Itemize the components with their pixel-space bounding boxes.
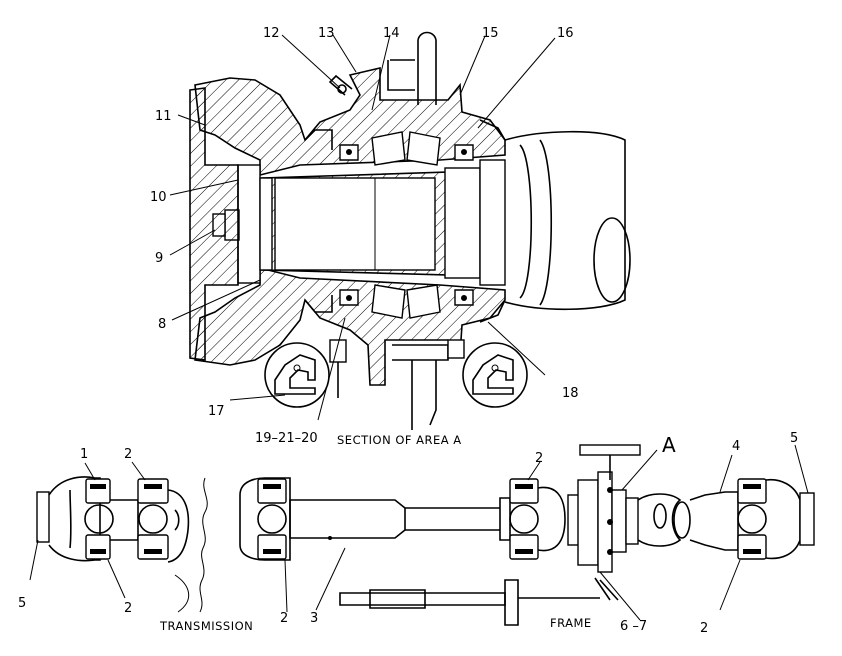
leader-lines-lower: [29, 444, 809, 621]
right-center-universal-joint: [509, 478, 566, 560]
roller-bearing-upper: [339, 131, 474, 166]
grease-fitting: [328, 74, 353, 96]
frame-caption: FRAME: [550, 616, 592, 630]
transmission-outline: [199, 477, 208, 613]
output-shaft-tube: [504, 130, 631, 311]
callout-19-21-20: 19–21–20: [255, 431, 318, 446]
seal-detail-left: [264, 342, 330, 408]
left-universal-joint: [137, 478, 190, 563]
leader-lines-upper: [169, 34, 556, 421]
roller-bearing-lower: [339, 284, 474, 319]
callout-12: 12: [263, 26, 280, 41]
transmission-caption: TRANSMISSION: [159, 619, 253, 633]
callout-5-left: 5: [18, 596, 26, 611]
captions: SECTION OF AREA A TRANSMISSION FRAME: [159, 433, 592, 633]
callout-2-bottom-left: 2: [124, 601, 132, 616]
section-caption: SECTION OF AREA A: [337, 433, 462, 447]
callout-14: 14: [383, 26, 400, 41]
bearing-housing-lower: [194, 266, 506, 386]
center-universal-joint: [239, 477, 291, 561]
callout-3: 3: [310, 611, 318, 626]
callout-2-bottom-right: 2: [700, 621, 708, 636]
rear-shaft: [637, 491, 739, 551]
right-end-universal-joint: [737, 478, 815, 560]
callout-5-right: 5: [790, 431, 798, 446]
callout-9: 9: [155, 251, 163, 266]
callout-2-top-center: 2: [535, 451, 543, 466]
callout-2-bottom-center: 2: [280, 611, 288, 626]
vertical-pin: [387, 31, 437, 105]
callout-18: 18: [562, 386, 579, 401]
callout-15: 15: [482, 26, 499, 41]
callout-16: 16: [557, 26, 574, 41]
callout-6-7: 6 –7: [620, 619, 647, 634]
callout-a: A: [662, 433, 676, 457]
retainer-plate: [237, 164, 261, 284]
left-end-yoke: [36, 476, 139, 562]
callout-8: 8: [158, 317, 166, 332]
section-view-area-a: [169, 31, 631, 430]
seal-lower: [304, 295, 333, 313]
seal-upper: [304, 129, 333, 150]
callout-10: 10: [150, 190, 167, 205]
frame-member: [339, 579, 600, 626]
center-support-bearing: [567, 444, 641, 601]
callout-4: 4: [732, 439, 740, 454]
callout-13: 13: [318, 26, 335, 41]
slip-tube: [289, 497, 511, 541]
callout-11: 11: [155, 109, 172, 124]
callout-2-top-left: 2: [124, 447, 132, 462]
callout-labels: 12 13 14 15 16 11 10 9 8 17 19–21–20 18 …: [18, 26, 798, 636]
seal-detail-right: [462, 342, 528, 408]
driveshaft-assembly: [29, 444, 815, 626]
bore-sleeve: [274, 177, 436, 271]
mounting-bolt: [329, 339, 465, 430]
callout-17: 17: [208, 404, 225, 419]
yoke-flange: [189, 87, 239, 361]
callout-1: 1: [80, 447, 88, 462]
